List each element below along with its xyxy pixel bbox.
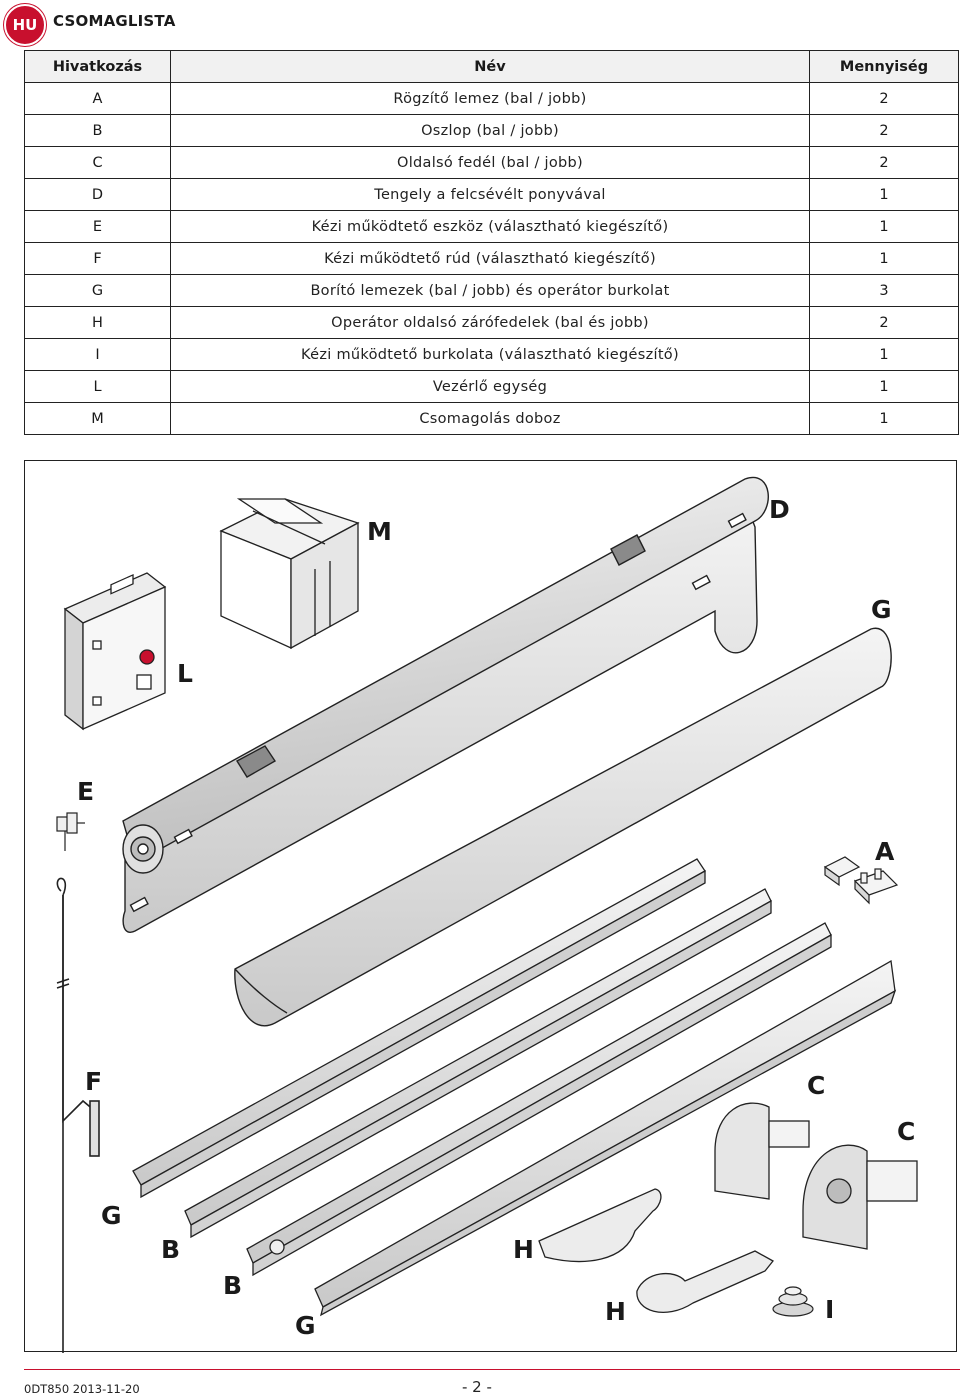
cell-reference: E [24,210,171,243]
cell-quantity: 1 [809,178,959,211]
fixing-plate-illustration [823,856,899,905]
table-row: I Kézi működtető burkolata (választható … [24,338,959,371]
cell-quantity: 1 [809,338,959,371]
cell-name: Csomagolás doboz [170,402,810,435]
manual-device-cover-illustration [772,1286,814,1317]
cell-reference: G [24,274,171,307]
table-row: F Kézi működtető rúd (választható kiegés… [24,242,959,275]
parts-table: Hivatkozás Név Mennyiség A Rögzítő lemez… [24,50,959,435]
page-title: CSOMAGLISTA [53,12,176,30]
label-g-top: G [871,595,892,624]
cell-name: Kézi működtető rúd (választható kiegészí… [170,242,810,275]
parts-illustration [56,476,918,1353]
cell-reference: C [24,146,171,179]
label-i: I [825,1295,835,1324]
label-f: F [85,1067,103,1096]
cell-quantity: 1 [809,210,959,243]
cover-plate-illustration [234,627,892,1027]
cell-quantity: 2 [809,82,959,115]
label-c-left: C [807,1071,826,1100]
packaging-box-illustration [219,498,360,650]
footer-divider [24,1369,960,1370]
cell-reference: H [24,306,171,339]
cell-reference: M [24,402,171,435]
table-row: A Rögzítő lemez (bal / jobb) 2 [24,82,959,115]
label-g-bottom: G [295,1311,316,1340]
cell-reference: D [24,178,171,211]
table-header-row: Hivatkozás Név Mennyiség [24,50,959,83]
side-cover-illustration [714,1102,918,1250]
cell-name: Kézi működtető burkolata (választható ki… [170,338,810,371]
cell-quantity: 2 [809,114,959,147]
label-b-upper: B [161,1235,181,1264]
manual-device-illustration [56,812,85,851]
label-h-upper: H [513,1235,534,1264]
cell-reference: A [24,82,171,115]
table-row: M Csomagolás doboz 1 [24,402,959,435]
cell-name: Oszlop (bal / jobb) [170,114,810,147]
label-e: E [77,777,95,806]
end-cap-illustration [538,1188,774,1313]
page-number: - 2 - [462,1378,492,1396]
cell-quantity: 1 [809,402,959,435]
language-badge: HU [4,4,46,46]
label-m: M [367,517,392,546]
cell-name: Vezérlő egység [170,370,810,403]
label-b-lower: B [223,1271,243,1300]
table-row: D Tengely a felcsévélt ponyvával 1 [24,178,959,211]
cell-quantity: 3 [809,274,959,307]
cell-quantity: 1 [809,370,959,403]
cell-reference: L [24,370,171,403]
label-l: L [177,659,193,688]
cell-reference: B [24,114,171,147]
exploded-parts-diagram: M D G L E A F C C G B H B H I G [24,460,957,1353]
table-row: E Kézi működtető eszköz (választható kie… [24,210,959,243]
roller-shaft-illustration [122,476,769,933]
cell-quantity: 1 [809,242,959,275]
cell-reference: F [24,242,171,275]
page-header: HU CSOMAGLISTA [0,0,960,46]
cell-reference: I [24,338,171,371]
document-code: 0DT850 2013-11-20 [24,1382,140,1396]
table-row: L Vezérlő egység 1 [24,370,959,403]
cell-name: Oldalsó fedél (bal / jobb) [170,146,810,179]
label-d: D [769,495,790,524]
table-row: C Oldalsó fedél (bal / jobb) 2 [24,146,959,179]
cell-name: Borító lemezek (bal / jobb) és operátor … [170,274,810,307]
column-header-name: Név [170,50,810,83]
column-header-quantity: Mennyiség [809,50,959,83]
cell-quantity: 2 [809,146,959,179]
table-row: G Borító lemezek (bal / jobb) és operáto… [24,274,959,307]
cell-name: Tengely a felcsévélt ponyvával [170,178,810,211]
lower-rails-illustration [132,858,897,1317]
label-g-left: G [101,1201,122,1230]
cell-name: Kézi működtető eszköz (választható kiegé… [170,210,810,243]
cell-name: Rögzítő lemez (bal / jobb) [170,82,810,115]
label-a: A [875,837,895,866]
crank-rod-illustration [56,877,100,1353]
table-row: H Operátor oldalsó zárófedelek (bal és j… [24,306,959,339]
cell-quantity: 2 [809,306,959,339]
column-header-reference: Hivatkozás [24,50,171,83]
label-h-lower: H [605,1297,626,1326]
table-row: B Oszlop (bal / jobb) 2 [24,114,959,147]
control-unit-illustration [63,572,167,731]
cell-name: Operátor oldalsó zárófedelek (bal és job… [170,306,810,339]
label-c-right: C [897,1117,916,1146]
